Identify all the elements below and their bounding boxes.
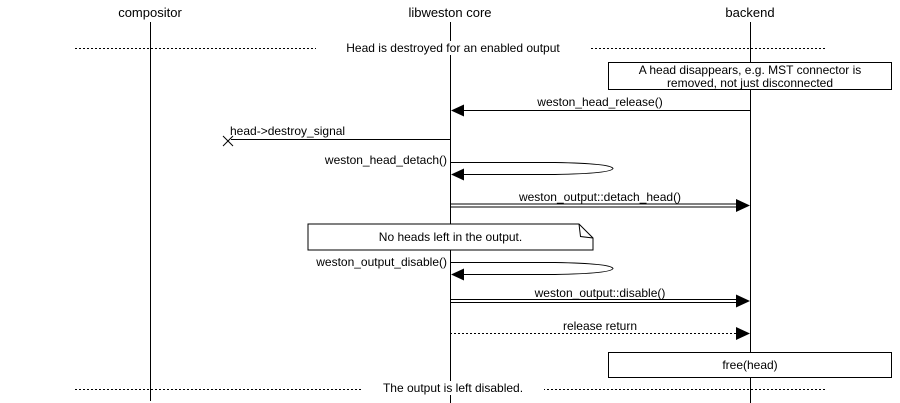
arrow-disable xyxy=(450,294,750,308)
message-label-destroy-signal: head->destroy_signal xyxy=(230,124,346,138)
arrow-release-return xyxy=(450,327,750,340)
divider-bottom-label: The output is left disabled. xyxy=(362,381,544,395)
arrow-detach-head xyxy=(450,199,750,212)
message-label-head-release: weston_head_release() xyxy=(537,95,663,109)
actor-label-backend: backend xyxy=(725,5,775,20)
message-label-output-disable: weston_output_disable() xyxy=(316,255,447,269)
actor-label-libweston: libweston core xyxy=(408,5,492,20)
box-head-disappears: A head disappears, e.g. MST connector is… xyxy=(608,62,892,90)
message-label-head-detach: weston_head_detach() xyxy=(324,153,447,167)
box-free-head: free(head) xyxy=(608,352,892,378)
arrow-head-detach-self xyxy=(451,162,614,181)
message-label-release-return: release return xyxy=(562,319,638,333)
arrow-output-disable-self xyxy=(451,262,614,281)
note-no-heads-label: No heads left in the output. xyxy=(378,230,523,244)
divider-top-label: Head is destroyed for an enabled output xyxy=(316,41,590,55)
arrow-head-release xyxy=(451,104,750,117)
actor-label-compositor: compositor xyxy=(118,5,182,20)
arrow-destroy-signal xyxy=(222,135,450,147)
message-label-disable: weston_output::disable() xyxy=(534,286,666,300)
note-no-heads-shape xyxy=(307,223,594,251)
message-label-detach-head: weston_output::detach_head() xyxy=(518,190,682,204)
